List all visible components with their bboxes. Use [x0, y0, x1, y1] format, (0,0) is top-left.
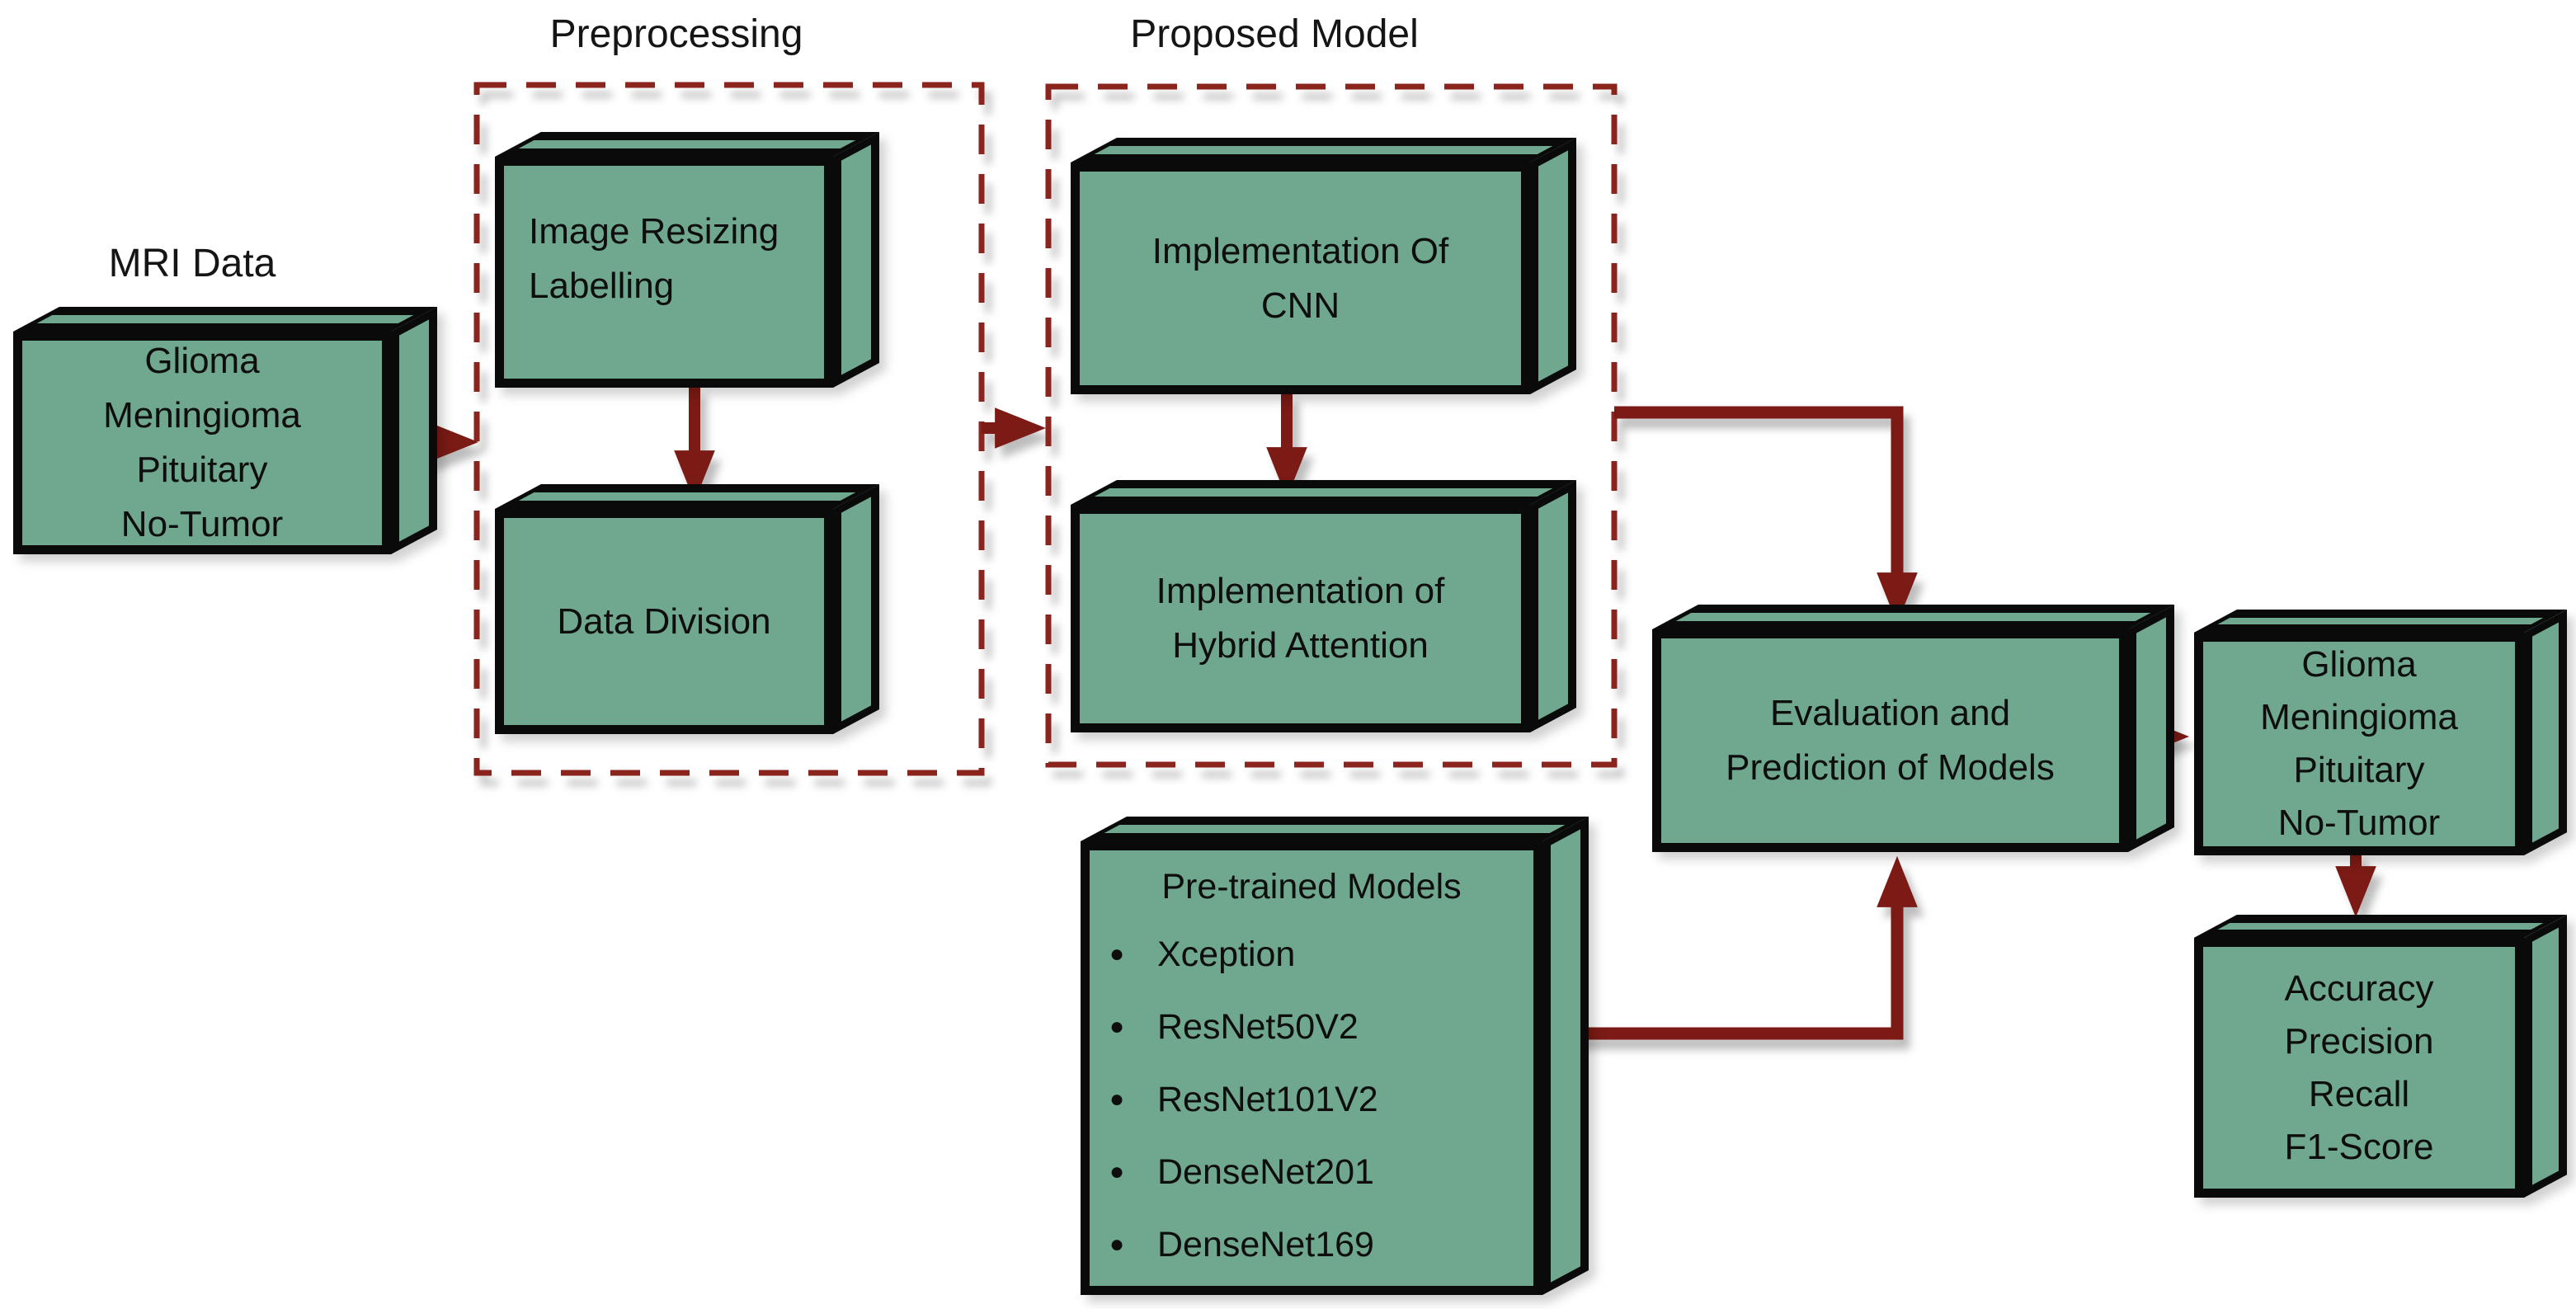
proposed-model-title: Proposed Model — [1130, 12, 1419, 56]
box-text-line: Meningioma — [2260, 697, 2458, 737]
evaluation-box: Evaluation and Prediction of Models — [1652, 604, 2174, 852]
box-text-line: Labelling — [529, 266, 675, 306]
box-text-line: No-Tumor — [2277, 803, 2441, 843]
box-front-face: Data Division — [495, 509, 833, 734]
list-item: ● ResNet50V2 — [1109, 991, 1533, 1063]
list-item-label: Xception — [1157, 935, 1296, 974]
bullet-icon: ● — [1109, 1158, 1125, 1185]
box-top-face — [2193, 610, 2567, 633]
list-item-label: ResNet101V2 — [1157, 1080, 1378, 1119]
box-text-line: Glioma — [2301, 644, 2417, 685]
list-item-label: DenseNet201 — [1157, 1152, 1374, 1192]
proposed-model-group-border — [1045, 83, 1618, 768]
bullet-icon: ● — [1109, 1231, 1125, 1258]
box-front-face: Glioma Meningioma Pituitary No-Tumor — [2194, 633, 2524, 855]
box-text-line: Accuracy — [2284, 968, 2434, 1009]
box-side-face — [391, 306, 437, 554]
box-text-line: Pituitary — [2293, 750, 2425, 790]
box-front-face: Accuracy Precision Recall F1-Score — [2194, 938, 2524, 1198]
box-side-face — [1542, 816, 1589, 1295]
data-division-box: Data Division — [495, 483, 879, 734]
box-text-line: Image Resizing — [529, 211, 779, 252]
predicted-classes-box: Glioma Meningioma Pituitary No-Tumor — [2193, 610, 2567, 855]
box-text-line: Evaluation and — [1769, 693, 2011, 733]
list-item-label: ResNet50V2 — [1157, 1007, 1359, 1047]
box-text-line: Pituitary — [136, 450, 268, 490]
list-item: ● DenseNet201 — [1109, 1136, 1533, 1208]
pretrained-models-list: ● Xception ● ResNet50V2 ● ResNet101V2 ● … — [1090, 918, 1533, 1281]
list-item: ● ResNet101V2 — [1109, 1063, 1533, 1136]
list-item-label: DenseNet169 — [1157, 1225, 1374, 1264]
hybrid-attention-box: Implementation of Hybrid Attention — [1071, 479, 1576, 732]
box-top-face — [13, 307, 438, 332]
box-text-line: Implementation Of — [1151, 230, 1449, 271]
box-front-face: Implementation of Hybrid Attention — [1071, 505, 1530, 732]
box-text-line: Prediction of Models — [1726, 747, 2055, 788]
box-text-line: F1-Score — [2284, 1126, 2434, 1167]
box-top-face — [1071, 480, 1576, 505]
metrics-box: Accuracy Precision Recall F1-Score — [2193, 915, 2567, 1198]
box-text-line: No-Tumor — [120, 504, 284, 544]
box-top-face — [2193, 915, 2567, 938]
box-top-face — [495, 132, 879, 157]
box-text-line: Recall — [2308, 1073, 2410, 1114]
image-resizing-box: Image Resizing Labelling — [495, 131, 879, 388]
mri-data-title: MRI Data — [108, 242, 276, 285]
box-text-line: Hybrid Attention — [1172, 625, 1429, 666]
list-item: ● Xception — [1109, 918, 1533, 991]
arrow-proposed-to-evaluation — [1614, 406, 1918, 624]
box-text-line: Meningioma — [103, 395, 301, 436]
box-front-face: Implementation Of CNN — [1071, 162, 1530, 394]
bullet-icon: ● — [1109, 940, 1125, 968]
box-side-face — [1530, 137, 1576, 394]
box-top-face — [1081, 817, 1589, 841]
box-side-face — [833, 483, 879, 734]
box-text-line: Data Division — [557, 600, 771, 642]
pretrained-models-header: Pre-trained Models — [1161, 867, 1462, 906]
box-text-line: Precision — [2284, 1020, 2434, 1062]
box-side-face — [2524, 915, 2567, 1198]
box-side-face — [833, 131, 879, 388]
bullet-icon: ● — [1109, 1085, 1125, 1113]
bullet-icon: ● — [1109, 1013, 1125, 1040]
box-top-face — [1652, 605, 2174, 629]
box-top-face — [495, 484, 879, 509]
arrow-pretrained-to-evaluation — [1541, 855, 1918, 1040]
pretrained-models-box: Pre-trained Models ● Xception ● ResNet50… — [1081, 816, 1589, 1295]
list-item: ● DenseNet169 — [1109, 1208, 1533, 1281]
mri-data-box: Glioma Meningioma Pituitary No-Tumor — [13, 306, 438, 554]
cnn-box: Implementation Of CNN — [1071, 137, 1576, 394]
box-front-face: Glioma Meningioma Pituitary No-Tumor — [13, 332, 391, 554]
box-text-line: CNN — [1260, 285, 1340, 326]
box-side-face — [2128, 604, 2174, 852]
box-top-face — [1071, 138, 1576, 162]
box-front-face: Image Resizing Labelling — [495, 157, 833, 388]
box-front-face: Evaluation and Prediction of Models — [1652, 629, 2128, 852]
box-side-face — [2524, 610, 2567, 855]
box-side-face — [1530, 479, 1576, 732]
box-text-line: Glioma — [144, 341, 260, 381]
preprocessing-title: Preprocessing — [549, 12, 803, 56]
box-front-face: Pre-trained Models ● Xception ● ResNet50… — [1081, 841, 1542, 1295]
box-text-line: Implementation of — [1156, 571, 1445, 611]
